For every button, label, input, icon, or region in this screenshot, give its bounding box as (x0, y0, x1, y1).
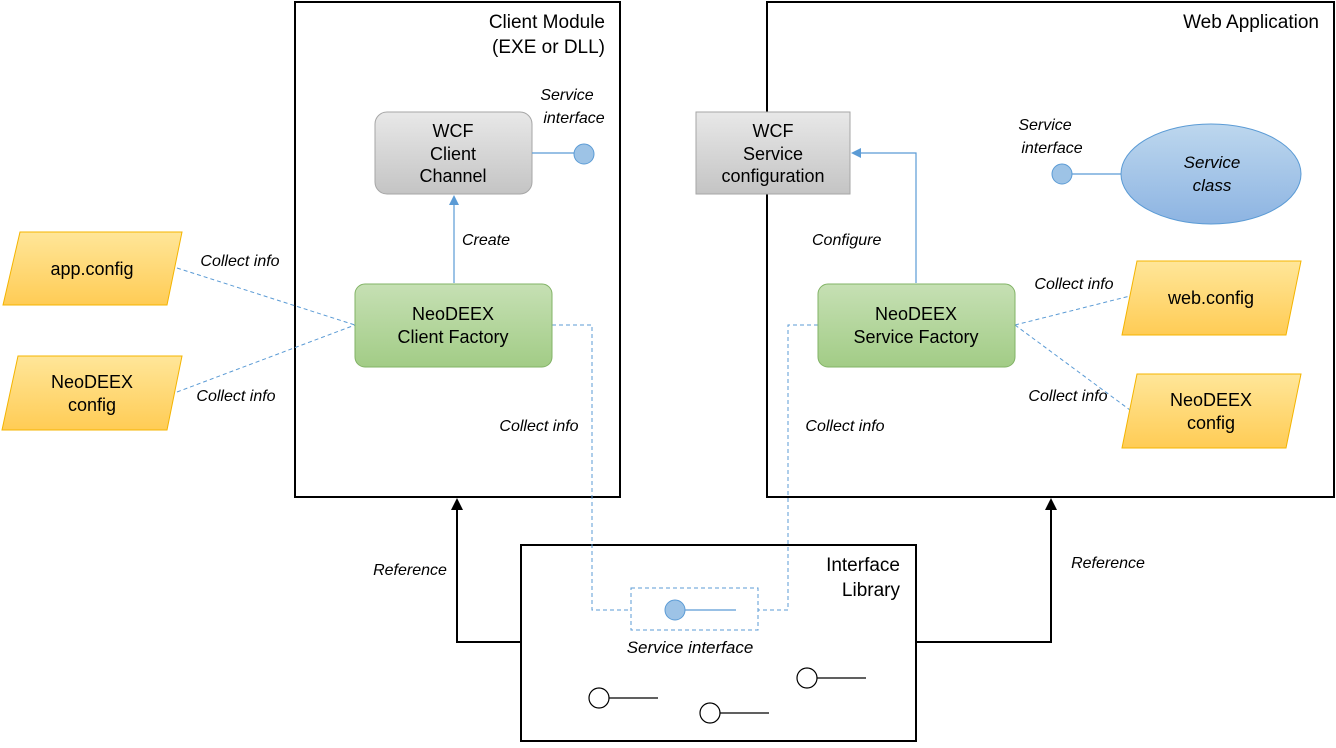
wcf-client-channel-box: WCF Client Channel (374, 111, 533, 195)
collect-info-label-app-config: Collect info (200, 253, 279, 270)
wcf-client-channel-line2: Client (430, 144, 476, 164)
collect-info-label-neodeex-left: Collect info (196, 388, 275, 405)
neodeex-config-right-doc: NeoDEEX config (1121, 373, 1302, 449)
neodeex-config-left-line1: NeoDEEX (51, 372, 133, 392)
reference-arrow-right (916, 498, 1057, 643)
wcf-client-channel-line3: Channel (419, 166, 486, 186)
configure-label: Configure (812, 232, 881, 249)
collect-info-label-web-config: Collect info (1034, 276, 1113, 293)
reference-label-right: Reference (1071, 555, 1145, 572)
wcf-service-configuration-line3: configuration (721, 166, 824, 186)
wcf-service-configuration-line2: Service (743, 144, 803, 164)
client-service-interface-label-l1: Service (540, 87, 593, 104)
web-application-title: Web Application (1183, 12, 1319, 33)
interface-library-subtitle: Library (842, 580, 901, 601)
client-module-container: Client Module (EXE or DLL) (294, 1, 621, 498)
app-config-doc: app.config (2, 231, 183, 306)
connector-app-config (176, 267, 356, 326)
neodeex-service-factory-line1: NeoDEEX (875, 304, 957, 324)
collect-info-label-neodeex-right: Collect info (1028, 388, 1107, 405)
web-application-container: Web Application (766, 1, 1335, 498)
configure-arrow (851, 148, 917, 283)
service-class-line1: Service (1184, 153, 1241, 172)
collect-info-connectors (176, 267, 1131, 631)
web-service-interface-label-l1: Service (1018, 117, 1071, 134)
collect-info-label-service-factory: Collect info (805, 418, 884, 435)
neodeex-config-right-line2: config (1187, 413, 1235, 433)
library-service-interface-label: Service interface (627, 638, 754, 657)
connector-neodeex-config-left (176, 324, 356, 393)
neodeex-client-factory-box: NeoDEEX Client Factory (354, 283, 553, 368)
web-config-doc: web.config (1121, 260, 1302, 336)
neodeex-config-left-line2: config (68, 395, 116, 415)
neodeex-client-factory-line2: Client Factory (397, 327, 508, 347)
web-service-interface-lollipop (1051, 163, 1122, 185)
client-service-interface-lollipop (532, 143, 595, 165)
reference-arrow-left (451, 498, 521, 643)
neodeex-config-right-line1: NeoDEEX (1170, 390, 1252, 410)
service-interface-dashed-box (630, 587, 759, 631)
connector-neodeex-config-right (1014, 324, 1131, 411)
wcf-service-configuration-box: WCF Service configuration (695, 111, 851, 195)
neodeex-config-left-doc: NeoDEEX config (1, 355, 183, 431)
library-service-interface-lollipop (664, 599, 736, 621)
interface-lollipop-2 (699, 702, 769, 724)
wcf-service-configuration-line1: WCF (753, 121, 794, 141)
neodeex-client-factory-line1: NeoDEEX (412, 304, 494, 324)
collect-info-label-client-factory: Collect info (499, 418, 578, 435)
interface-lollipop-1 (588, 687, 658, 709)
connector-web-config (1014, 295, 1131, 326)
service-class-line2: class (1193, 176, 1232, 195)
connector-client-factory-library (552, 324, 631, 611)
neodeex-service-factory-box: NeoDEEX Service Factory (817, 283, 1016, 368)
app-config-label: app.config (50, 259, 133, 279)
service-class-ellipse: Service class (1120, 123, 1302, 225)
create-label: Create (462, 232, 510, 249)
interface-library-title: Interface (826, 555, 900, 576)
wcf-client-channel-line1: WCF (433, 121, 474, 141)
web-service-interface-label-l2: interface (1021, 140, 1082, 157)
interface-lollipop-3 (796, 667, 866, 689)
neodeex-service-factory-line2: Service Factory (853, 327, 978, 347)
client-module-subtitle: (EXE or DLL) (492, 37, 605, 58)
reference-label-left: Reference (373, 562, 447, 579)
client-service-interface-label-l2: interface (543, 110, 604, 127)
client-module-title: Client Module (489, 12, 605, 33)
connector-service-factory-library (758, 324, 818, 611)
web-config-label: web.config (1167, 288, 1254, 308)
